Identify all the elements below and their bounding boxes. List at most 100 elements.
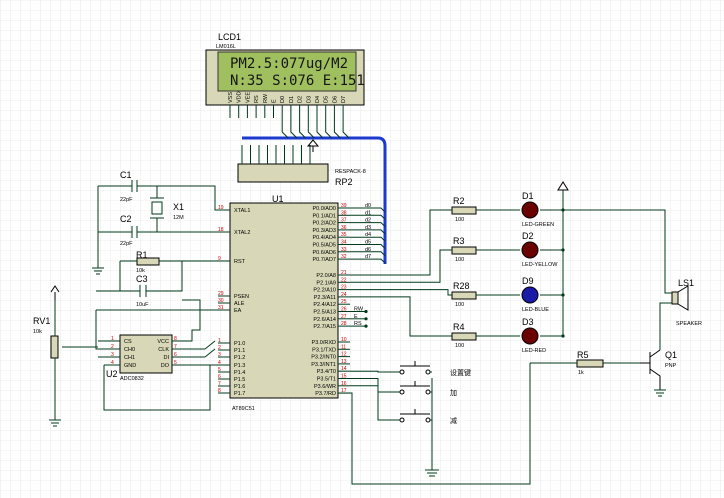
led-ref: D2 xyxy=(522,231,534,241)
led-section[interactable]: R2100D1LED-GREENR3100D2LED-YELLOWR28100D… xyxy=(350,181,569,354)
adc-body xyxy=(119,334,173,374)
led-resistor-body xyxy=(451,206,477,215)
mcu-right-pin-number: 21 xyxy=(341,270,347,276)
adc-right-pin-number: 5 xyxy=(174,360,177,366)
data-bus xyxy=(242,136,387,264)
mcu-right-pin-number: 11 xyxy=(341,344,346,350)
led-resistor-value: 100 xyxy=(455,302,464,308)
adc-left-pin-name: CH0 xyxy=(124,347,135,353)
lcd-component[interactable]: LCD1 LM016L PM2.5:077ug/M2 N:35 S:076 E:… xyxy=(205,32,365,106)
led-mcu-wire xyxy=(350,289,452,296)
led-ref: D9 xyxy=(522,276,534,286)
led-resistor-body xyxy=(451,291,477,300)
adc-ref: U2 xyxy=(106,369,118,379)
button-actuator[interactable] xyxy=(400,361,430,367)
mcu-right-pins: 39P0.0/AD038P0.1/AD137P0.2/AD236P0.3/AD3… xyxy=(311,203,350,397)
c1-value: 22pF xyxy=(120,197,133,203)
mcu-left-pin-number: 31 xyxy=(218,305,224,311)
bus-wire xyxy=(350,258,386,264)
mcu-body xyxy=(229,202,339,399)
lcd-bus-wire xyxy=(333,118,341,139)
mcu-left-pin-number: 9 xyxy=(218,256,221,262)
mcu-right-pin-name: P0.7/AD7 xyxy=(312,257,336,263)
reset-circuit[interactable]: R1 10k C3 10uF xyxy=(96,250,230,311)
rp2-body xyxy=(237,163,329,183)
mcu-right-pin-number: 16 xyxy=(341,381,347,387)
adc-right-pin-name: DO xyxy=(161,363,170,369)
adc-left-pin-number: 4 xyxy=(111,360,114,366)
lcd-pin-label: D6 xyxy=(332,96,338,103)
adc-left-pin-number: 1 xyxy=(111,336,114,342)
mcu-right-pin-name: P3.1/TXD xyxy=(312,347,336,353)
oscillator-circuit[interactable]: C1 22pF C2 22pF X1 12M xyxy=(92,170,230,275)
r1-ref: R1 xyxy=(136,250,148,260)
mcu-right-pin-name: P2.6/A14 xyxy=(313,317,336,323)
mcu-right-pin-number: 28 xyxy=(341,321,347,327)
mcu-right-pin-name: P2.7/A15 xyxy=(313,324,336,330)
led-resistor-ref: R2 xyxy=(453,196,465,206)
control-node xyxy=(364,317,368,321)
lcd-pin-label: D1 xyxy=(289,96,295,103)
mcu-right-pin-number: 14 xyxy=(341,366,347,372)
button-actuator[interactable] xyxy=(400,381,430,387)
mcu-right-pin-number: 37 xyxy=(341,218,347,224)
lcd-bus-wire xyxy=(299,118,306,139)
bus-label: d1 xyxy=(365,210,371,216)
mcu-right-pin-number: 36 xyxy=(341,225,347,231)
led-node xyxy=(561,248,565,252)
led-resistor-value: 100 xyxy=(455,343,464,349)
mcu-right-pin-name: P0.0/AD0 xyxy=(312,206,336,212)
led-resistor-value: 100 xyxy=(455,217,464,223)
mcu-left-pin-number: 18 xyxy=(218,227,224,233)
mcu-right-pin-name: P3.2/INT0 xyxy=(311,355,336,361)
adc-left-pin-name: CH1 xyxy=(124,355,135,361)
mcu-right-pin-number: 15 xyxy=(341,374,347,380)
lcd-bus-wire xyxy=(307,118,315,139)
lcd-screen xyxy=(217,51,357,92)
x1-value: 12M xyxy=(173,215,184,221)
mcu-left-pin-number: 2 xyxy=(218,345,221,351)
led-ref: D1 xyxy=(522,191,534,201)
mcu-left-pin-name: ALE xyxy=(234,301,245,307)
mcu-right-pin-number: 35 xyxy=(341,232,347,238)
mcu-left-pin-number: 3 xyxy=(218,352,221,358)
vcc-arrow-rp2 xyxy=(306,139,320,152)
adc-right-pin-number: 7 xyxy=(174,344,177,350)
adc-left-pin-number: 2 xyxy=(111,344,114,350)
led-resistor-ref: R3 xyxy=(453,236,465,246)
lcd-bus-wire xyxy=(325,118,333,139)
speaker-circuit[interactable]: LS1 SPEAKER Q1 PNP R5 1k xyxy=(338,209,702,485)
mcu-left-pin-number: 29 xyxy=(218,291,224,297)
button-contact xyxy=(425,389,431,395)
led-mcu-wire xyxy=(350,296,452,337)
lcd-line-2: N:35 S:076 E:151 xyxy=(230,73,365,89)
mcu-right-pin-number: 39 xyxy=(341,203,347,209)
lcd-pin-label: D3 xyxy=(306,96,312,103)
button-actuator[interactable] xyxy=(400,409,430,415)
bus-label: d6 xyxy=(365,247,371,253)
bus-label: d5 xyxy=(365,240,371,246)
rp2-component[interactable]: RESPACK-8 RP2 xyxy=(237,145,366,187)
lcd-pin-label: RW xyxy=(263,93,269,103)
mcu-right-pin-name: P3.3/INT1 xyxy=(311,362,336,368)
button-ground xyxy=(425,378,439,477)
mcu-right-pin-name: P2.5/A13 xyxy=(313,310,336,316)
adc-right-pin-name: DI xyxy=(164,355,170,361)
mcu-right-pin-number: 17 xyxy=(341,388,347,394)
bus-label: d2 xyxy=(365,218,371,224)
lcd-pin-label: VDD xyxy=(237,91,243,103)
r5-ref: R5 xyxy=(577,350,589,360)
control-node xyxy=(364,324,368,328)
led-resistor-ref: R4 xyxy=(453,322,465,332)
rv1-component[interactable]: RV1 10k xyxy=(33,285,98,427)
mcu-left-pin-name: XTAL2 xyxy=(234,230,250,236)
bus-label: d7 xyxy=(365,254,371,260)
lcd-bus-wire xyxy=(290,118,298,139)
adc-left-pin-number: 3 xyxy=(111,352,114,358)
button-label: 减 xyxy=(450,416,457,425)
